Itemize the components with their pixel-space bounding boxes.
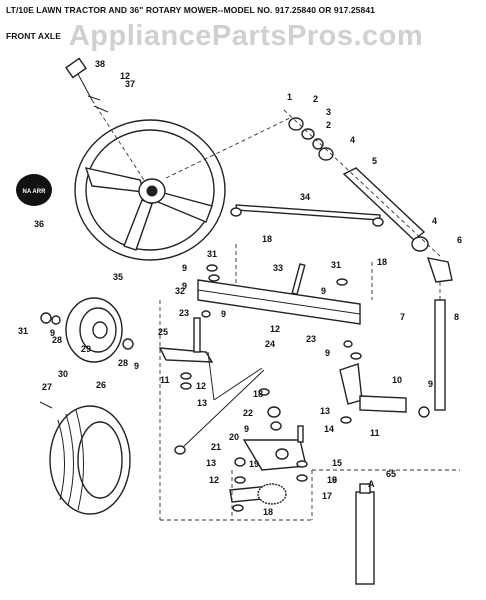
- callout-18: 18: [263, 507, 273, 517]
- callout-20: 20: [229, 432, 239, 442]
- callout-31: 31: [207, 249, 217, 259]
- callout-19: 19: [249, 459, 259, 469]
- watermark: AppliancePartsPros.com: [68, 20, 424, 52]
- callout-23: 23: [306, 334, 316, 344]
- callout-12: 12: [196, 381, 206, 391]
- callout-3: 3: [326, 107, 331, 117]
- callout-4: 4: [432, 216, 437, 226]
- callout-31: 31: [18, 326, 28, 336]
- callout-9: 9: [50, 328, 55, 338]
- callout-34: 34: [300, 192, 310, 202]
- diagram-title: LT/10E LAWN TRACTOR AND 36" ROTARY MOWER…: [6, 5, 375, 15]
- right-spindle: [339, 363, 430, 418]
- callout-31: 31: [331, 260, 341, 270]
- callout-18: 18: [377, 257, 387, 267]
- callout-28: 28: [118, 358, 128, 368]
- callout-32: 32: [175, 286, 185, 296]
- callout-5: 5: [372, 156, 377, 166]
- callout-12: 12: [209, 475, 219, 485]
- callout-10: 10: [392, 375, 402, 385]
- callout-9: 9: [325, 348, 330, 358]
- callout-36: 36: [34, 219, 44, 229]
- callout-29: 29: [81, 344, 91, 354]
- callout-9: 9: [182, 263, 187, 273]
- wheel-hub: [40, 297, 134, 363]
- callout-15: 15: [332, 458, 342, 468]
- callout-35: 35: [113, 272, 123, 282]
- callout-2: 2: [326, 120, 331, 130]
- callout-11: 11: [160, 375, 170, 385]
- callout-9: 9: [332, 475, 337, 485]
- callout-17: 17: [322, 491, 332, 501]
- drag-link: [230, 204, 384, 227]
- callout-22: 22: [243, 408, 253, 418]
- callout-30: 30: [58, 369, 68, 379]
- front-axle: [197, 244, 373, 325]
- callout-A: A: [368, 479, 375, 489]
- callout-2: 2: [313, 94, 318, 104]
- diagram-subtitle: FRONT AXLE: [6, 31, 61, 41]
- left-spindle: [158, 317, 263, 401]
- callout-12: 12: [270, 324, 280, 334]
- grease-tube: [355, 483, 375, 585]
- callout-24: 24: [265, 339, 275, 349]
- callout-9: 9: [221, 309, 226, 319]
- callout-21: 21: [211, 442, 221, 452]
- callout-7: 7: [400, 312, 405, 322]
- callout-18: 18: [262, 234, 272, 244]
- callout-28: 28: [52, 335, 62, 345]
- callout-38: 38: [95, 59, 105, 69]
- callout-33: 33: [273, 263, 283, 273]
- tire: [39, 401, 131, 515]
- callout-12: 12: [120, 71, 130, 81]
- callout-9: 9: [182, 281, 187, 291]
- callout-18: 18: [253, 389, 263, 399]
- callout-16: 16: [327, 475, 337, 485]
- callout-1: 1: [287, 92, 292, 102]
- emblem: NA ARR: [16, 174, 52, 206]
- tie-rod: [174, 369, 265, 455]
- callout-26: 26: [96, 380, 106, 390]
- steering-shaft: [434, 282, 446, 411]
- callout-27: 27: [42, 382, 52, 392]
- callout-23: 23: [179, 308, 189, 318]
- callout-13: 13: [320, 406, 330, 416]
- callout-13: 13: [197, 398, 207, 408]
- sector-gear: [159, 300, 460, 521]
- callout-9: 9: [244, 424, 249, 434]
- steering-fasteners: [65, 57, 145, 181]
- callout-65: 65: [386, 469, 396, 479]
- callout-37: 37: [125, 79, 135, 89]
- callout-6: 6: [457, 235, 462, 245]
- callout-8: 8: [454, 312, 459, 322]
- emblem-text: NA ARR: [23, 189, 47, 195]
- callout-13: 13: [206, 458, 216, 468]
- callout-4: 4: [350, 135, 355, 145]
- callout-9: 9: [428, 379, 433, 389]
- callout-14: 14: [324, 424, 334, 434]
- callout-11: 11: [370, 428, 380, 438]
- steering-column: [165, 109, 453, 283]
- steering-wheel: [74, 119, 226, 261]
- callout-9: 9: [134, 361, 139, 371]
- callout-9: 9: [321, 286, 326, 296]
- hardware: [180, 264, 362, 512]
- callout-25: 25: [158, 327, 168, 337]
